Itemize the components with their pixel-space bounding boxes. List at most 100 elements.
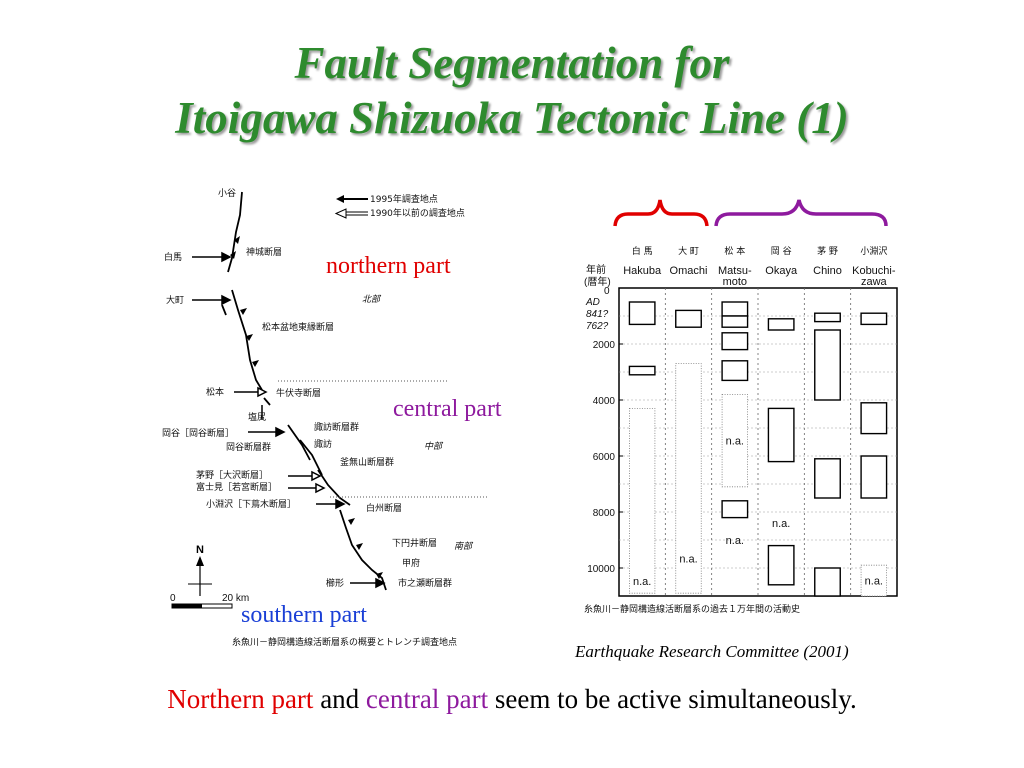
scale-bar: 0 20 km <box>170 593 249 609</box>
event-box-5-0 <box>860 312 888 326</box>
north-arrow: N <box>188 544 212 596</box>
col-en-5-1: zawa <box>861 276 888 288</box>
place-matsumoto: 松本 <box>206 386 224 398</box>
fault-traces <box>221 191 387 591</box>
na-extra-3: n.a. <box>772 518 790 530</box>
col-en-5-0: Kobuchi- <box>852 265 896 277</box>
col-en-0-0: Hakuba <box>623 265 662 277</box>
event-box-1-0 <box>675 309 702 328</box>
na-label-2: n.a. <box>726 436 744 448</box>
label-northern-part: northern part <box>326 253 451 279</box>
col-jp-0: 白 馬 <box>632 245 653 257</box>
region-names: 北部 中部 南部 <box>362 294 474 552</box>
fault-teeth <box>230 236 383 579</box>
legend-1995: 1995年調査地点 <box>370 193 438 205</box>
event-box-4-3 <box>814 567 841 597</box>
map-caption: 糸魚川－静岡構造線活断層系の概要とトレンチ調査地点 <box>232 636 457 648</box>
col-jp-5: 小淵沢 <box>860 245 887 257</box>
col-en-1-0: Omachi <box>670 265 708 277</box>
fault-gofukuji: 牛伏寺断層 <box>276 387 321 399</box>
chart-columns: n.a.n.a.n.a.n.a.n.a.n.a. <box>628 288 888 597</box>
col-en-3-0: Okaya <box>765 265 798 277</box>
col-en-2-1: moto <box>723 276 747 288</box>
region-north: 北部 <box>362 294 382 305</box>
region-central: 中部 <box>424 441 444 452</box>
col-en-2-0: Matsu- <box>718 265 752 277</box>
axis-header-2: (暦年) <box>584 275 611 288</box>
y-tick-8000: 8000 <box>593 508 616 519</box>
title-line-1: Fault Segmentation for <box>294 38 730 88</box>
event-box-5-1 <box>860 402 888 435</box>
title-line-2: Itoigawa Shizuoka Tectonic Line (1) <box>175 93 849 143</box>
fault-suwa-group: 諏訪断層群 <box>314 421 359 433</box>
na-label-5: n.a. <box>865 576 883 588</box>
na-label-1: n.a. <box>679 553 697 565</box>
y-tick-4000: 4000 <box>593 396 616 407</box>
conclusion-text: Northern part and central part seem to b… <box>0 684 1024 715</box>
svg-text:AD: AD <box>585 297 600 308</box>
col-jp-1: 大 町 <box>678 245 699 257</box>
fault-kamanashiyama: 釜無山断層群 <box>340 456 394 468</box>
place-suwa: 諏訪 <box>314 438 332 450</box>
col-jp-4: 茅 野 <box>817 246 838 257</box>
place-kofu: 甲府 <box>402 557 420 569</box>
na-label-0: n.a. <box>633 576 651 588</box>
event-box-3-0 <box>767 318 795 331</box>
event-box-5-2 <box>860 455 888 499</box>
col-jp-3: 岡 谷 <box>771 246 792 257</box>
na-region-2 <box>721 393 748 488</box>
na-region-0 <box>629 407 656 594</box>
event-box-3-2 <box>767 544 795 586</box>
event-box-2-4 <box>721 500 749 519</box>
axis-header-1: 年前 <box>586 263 606 276</box>
fault-shimotsuburai: 下円井断層 <box>392 537 437 549</box>
label-southern-part: southern part <box>241 602 367 628</box>
place-chino: 茅野［大沢断層］ <box>196 469 268 481</box>
svg-text:841?: 841? <box>586 309 609 320</box>
fault-okaya-group: 岡谷断層群 <box>226 441 271 453</box>
place-shiojiri: 塩尻 <box>248 411 266 423</box>
svg-text:N: N <box>196 544 204 556</box>
place-names: 小谷 白馬 大町 松本 塩尻 岡谷［岡谷断層］ 茅野［大沢断層］ 富士見［若宮断… <box>162 188 344 589</box>
chart-y-ticks: 2000 4000 6000 8000 10000 <box>587 340 623 575</box>
place-fujimi: 富士見［若宮断層］ <box>196 481 277 493</box>
conclusion-central: central part <box>365 684 489 714</box>
y-tick-6000: 6000 <box>593 452 616 463</box>
col-jp-2: 松 本 <box>724 245 745 257</box>
event-box-4-2 <box>814 458 841 499</box>
y-tick-10000: 10000 <box>587 564 615 575</box>
svg-text:762?: 762? <box>586 321 609 332</box>
event-box-0-0 <box>628 301 656 326</box>
place-omachi: 大町 <box>166 294 184 306</box>
na-region-1 <box>675 363 702 594</box>
svg-text:20 km: 20 km <box>222 593 249 604</box>
segment-boundaries <box>278 380 488 498</box>
site-arrows <box>192 251 386 589</box>
legend-pre1990: 1990年以前の調査地点 <box>370 207 465 219</box>
slide-title: Fault Segmentation for Itoigawa Shizuoka… <box>0 36 1024 146</box>
event-box-2-3 <box>721 360 749 382</box>
ad-labels: AD 841? 762? <box>585 297 609 332</box>
label-central-part: central part <box>393 396 502 422</box>
chart-caption: 糸魚川－静岡構造線活断層系の過去１万年間の活動史 <box>584 603 800 615</box>
event-box-0-1 <box>628 365 656 376</box>
na-region-5 <box>860 564 887 597</box>
fault-ichinose: 市之瀬断層群 <box>398 577 452 589</box>
event-box-4-0 <box>814 312 841 323</box>
fault-matsumoto-basin: 松本盆地東縁断層 <box>262 321 334 333</box>
fault-hakushu: 白州断層 <box>366 502 402 514</box>
place-kushigata: 櫛形 <box>326 577 344 589</box>
place-okaya: 岡谷［岡谷断層］ <box>162 427 234 439</box>
conclusion-rest: seem to be active simultaneously. <box>488 684 857 714</box>
central-bracket <box>714 199 888 227</box>
fault-names: 神城断層 松本盆地東縁断層 牛伏寺断層 諏訪断層群 岡谷断層群 諏訪 釜無山断層… <box>226 246 452 589</box>
y-tick-2000: 2000 <box>593 340 616 351</box>
event-box-2-0 <box>721 301 749 317</box>
map-legend: 1995年調査地点 1990年以前の調査地点 <box>334 193 465 219</box>
column-headers: 白 馬 Hakuba 大 町 Omachi 松 本 Matsu-moto 岡 谷 Okaya 茅… <box>623 245 896 288</box>
place-kobuchizawa: 小淵沢［下蔦木断層］ <box>206 498 296 510</box>
northern-bracket <box>613 199 709 227</box>
event-box-2-1 <box>721 315 749 328</box>
